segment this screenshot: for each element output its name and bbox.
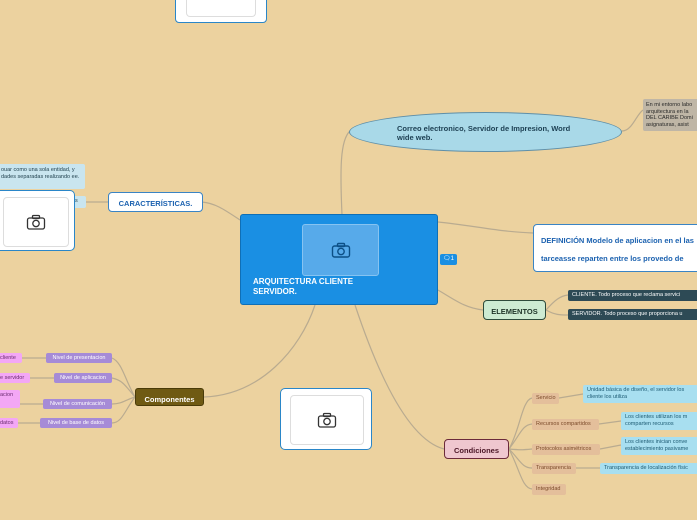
componente-base-datos-note-text: datos xyxy=(0,420,14,426)
condicion-recursos-note-text: Los clientes utilizan los m comparten re… xyxy=(625,414,688,427)
image-card-left[interactable] xyxy=(0,190,75,251)
condicion-servicio[interactable]: Servicio xyxy=(532,393,559,404)
comment-badge[interactable]: 🗨1 xyxy=(440,254,457,265)
image-card-bottom-inner xyxy=(290,395,364,445)
image-card-top[interactable] xyxy=(175,0,267,23)
topic-elementos[interactable]: ELEMENTOS xyxy=(483,300,546,320)
componente-base-datos-note[interactable]: datos xyxy=(0,418,18,428)
condicion-recursos-label: Recursos compartidos xyxy=(536,421,591,427)
camera-icon xyxy=(317,412,337,428)
condicion-transparencia[interactable]: Transparencia xyxy=(532,463,576,474)
condicion-recursos[interactable]: Recursos compartidos xyxy=(532,419,599,430)
topic-componentes[interactable]: Componentes xyxy=(135,388,204,406)
central-topic[interactable]: ARQUITECTURA CLIENTE SERVIDOR. xyxy=(240,214,438,305)
condicion-protocolos-note[interactable]: Los clientes inician conve establecimien… xyxy=(621,437,697,455)
elementos-item-cliente-text: CLIENTE. Todo proceso que reclama servic… xyxy=(572,292,681,298)
componente-presentacion-note-text: cliente xyxy=(0,355,16,361)
topic-caracteristicas-label: CARACTERÍSTICAS. xyxy=(118,199,193,208)
elementos-item-servidor-text: SERVIDOR. Todo proceso que proporciona u xyxy=(572,311,683,317)
topic-elementos-label: ELEMENTOS xyxy=(491,307,538,316)
topic-condiciones-label: Condiciones xyxy=(453,446,499,455)
topic-caracteristicas[interactable]: CARACTERÍSTICAS. xyxy=(108,192,203,212)
caracteristicas-note[interactable]: ouar como una sola entidad, y dades sepa… xyxy=(0,164,85,189)
topic-definicion-label: DEFINICIÓN Modelo de aplicacion en el la… xyxy=(541,236,694,263)
condicion-servicio-note-text: Unidad básica de diseño, el servidor los… xyxy=(587,387,685,400)
componente-aplicacion-label: Nivel de aplicacion xyxy=(60,375,106,381)
condicion-protocolos-label: Protocolos asimétricos xyxy=(536,446,592,452)
comment-count: 1 xyxy=(450,256,454,262)
topic-correo-label: Correo electronico, Servidor de Impresio… xyxy=(397,124,571,142)
topic-definicion[interactable]: DEFINICIÓN Modelo de aplicacion en el la… xyxy=(533,224,697,272)
componente-presentacion-label: Nivel de presentacion xyxy=(52,355,106,361)
central-title: ARQUITECTURA CLIENTE SERVIDOR. xyxy=(253,277,354,296)
condicion-servicio-label: Servicio xyxy=(536,395,556,401)
componente-aplicacion[interactable]: Nivel de aplicacion xyxy=(54,373,112,383)
elementos-item-servidor[interactable]: SERVIDOR. Todo proceso que proporciona u xyxy=(568,309,697,320)
image-card-bottom[interactable] xyxy=(280,388,372,450)
condicion-servicio-note[interactable]: Unidad básica de diseño, el servidor los… xyxy=(583,385,697,403)
condicion-transparencia-label: Transparencia xyxy=(536,465,571,471)
topic-componentes-label: Componentes xyxy=(144,395,195,404)
condicion-transparencia-note-text: Transparencia de localización físic xyxy=(604,465,688,471)
caracteristicas-note-text: ouar como una sola entidad, y dades sepa… xyxy=(1,167,80,180)
topic-condiciones[interactable]: Condiciones xyxy=(444,439,509,459)
componente-presentacion-note[interactable]: cliente xyxy=(0,353,22,363)
condicion-integridad-label: Integridad xyxy=(536,486,561,492)
componente-presentacion[interactable]: Nivel de presentacion xyxy=(46,353,112,363)
componente-comunicacion[interactable]: Nivel de comunicación xyxy=(43,399,112,409)
componente-comunicacion-note-text: acion xyxy=(0,392,14,398)
image-card-left-inner xyxy=(3,197,69,247)
componente-aplicacion-note-text: e servidor xyxy=(0,375,25,381)
componente-comunicacion-label: Nivel de comunicación xyxy=(49,401,106,407)
topic-correo[interactable]: Correo electronico, Servidor de Impresio… xyxy=(349,112,622,152)
condicion-recursos-note[interactable]: Los clientes utilizan los m comparten re… xyxy=(621,412,697,430)
camera-icon xyxy=(331,242,350,258)
componente-aplicacion-note[interactable]: e servidor xyxy=(0,373,30,383)
camera-icon xyxy=(26,214,46,230)
componente-comunicacion-note[interactable]: acion xyxy=(0,390,20,408)
correo-note-text: En mi entorno labo arquitectura en la DE… xyxy=(646,102,693,128)
condicion-transparencia-note[interactable]: Transparencia de localización físic xyxy=(600,463,697,474)
central-image xyxy=(302,224,379,276)
componente-base-datos-label: Nivel de base de datos xyxy=(48,420,104,426)
elementos-item-cliente[interactable]: CLIENTE. Todo proceso que reclama servic… xyxy=(568,290,697,301)
componente-base-datos[interactable]: Nivel de base de datos xyxy=(40,418,112,428)
condicion-integridad[interactable]: Integridad xyxy=(532,484,566,495)
condicion-protocolos[interactable]: Protocolos asimétricos xyxy=(532,444,600,455)
correo-note[interactable]: En mi entorno labo arquitectura en la DE… xyxy=(643,99,697,131)
condicion-protocolos-note-text: Los clientes inician conve establecimien… xyxy=(625,439,689,452)
comment-icon: 🗨 xyxy=(443,256,451,262)
